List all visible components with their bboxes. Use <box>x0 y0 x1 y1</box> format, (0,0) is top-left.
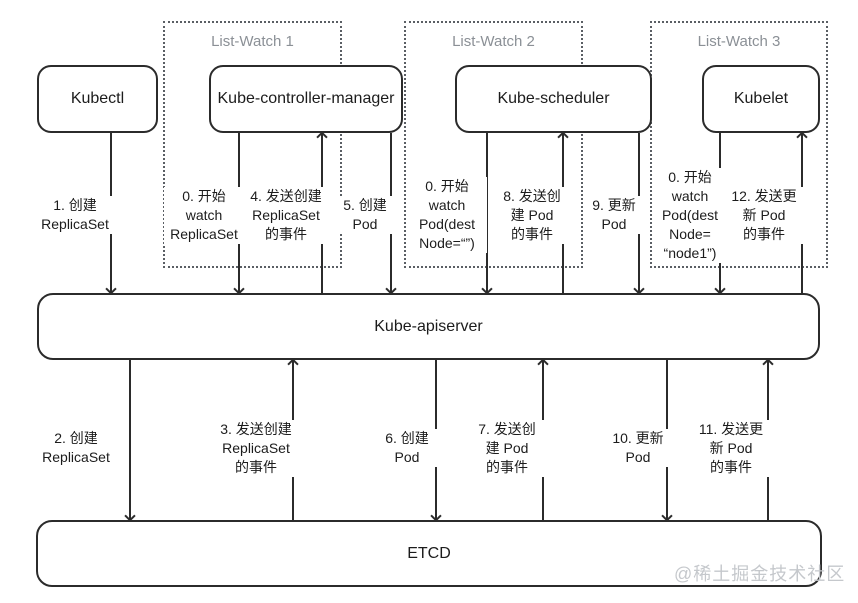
group-title-list-watch-3: List-Watch 3 <box>697 33 781 50</box>
edge-label-2-create-replicaset: 2. 创建 ReplicaSet <box>31 429 121 467</box>
node-kube-apiserver: Kube-apiserver <box>37 293 820 360</box>
group-list-watch-1: List-Watch 1 <box>163 21 342 268</box>
edge-label-0-watch-replicaset: 0. 开始 watch ReplicaSet <box>164 187 244 244</box>
edge-label-4-replicaset-event: 4. 发送创建 ReplicaSet 的事件 <box>244 187 328 244</box>
edge-label-12-update-pod-event: 12. 发送更 新 Pod 的事件 <box>724 187 804 244</box>
edge-label-1-create-replicaset: 1. 创建 ReplicaSet <box>30 196 120 234</box>
edge-label-0-watch-pod: 0. 开始 watch Pod(dest Node=“”) <box>407 177 487 253</box>
group-title-list-watch-1: List-Watch 1 <box>211 33 294 50</box>
edge-label-8-create-pod-event: 8. 发送创 建 Pod 的事件 <box>494 187 570 244</box>
arrow-0-watch-pod <box>486 133 488 293</box>
node-kubelet: Kubelet <box>702 65 820 133</box>
arrow-2-create-replicaset <box>129 360 131 520</box>
node-kubectl: Kubectl <box>37 65 158 133</box>
edge-label-5-create-pod: 5. 创建 Pod <box>335 196 395 234</box>
node-kube-scheduler: Kube-scheduler <box>455 65 652 133</box>
node-etcd: ETCD <box>36 520 822 587</box>
edge-label-11-update-pod-event: 11. 发送更 新 Pod 的事件 <box>691 420 771 477</box>
edge-label-9-update-pod: 9. 更新 Pod <box>584 196 644 234</box>
node-kube-controller-manager: Kube-controller-manager <box>209 65 403 133</box>
edge-label-10-update-pod: 10. 更新 Pod <box>603 429 673 467</box>
group-list-watch-3: List-Watch 3 <box>650 21 828 268</box>
watermark: @稀土掘金技术社区 <box>674 564 846 584</box>
edge-label-6-create-pod: 6. 创建 Pod <box>377 429 437 467</box>
group-list-watch-2: List-Watch 2 <box>404 21 583 268</box>
edge-label-0-watch-pod-node1: 0. 开始 watch Pod(dest Node= “node1”) <box>652 168 728 263</box>
edge-label-7-create-pod-event: 7. 发送创 建 Pod 的事件 <box>469 420 545 477</box>
group-title-list-watch-2: List-Watch 2 <box>452 33 535 50</box>
edge-label-3-replicaset-event: 3. 发送创建 ReplicaSet 的事件 <box>214 420 298 477</box>
